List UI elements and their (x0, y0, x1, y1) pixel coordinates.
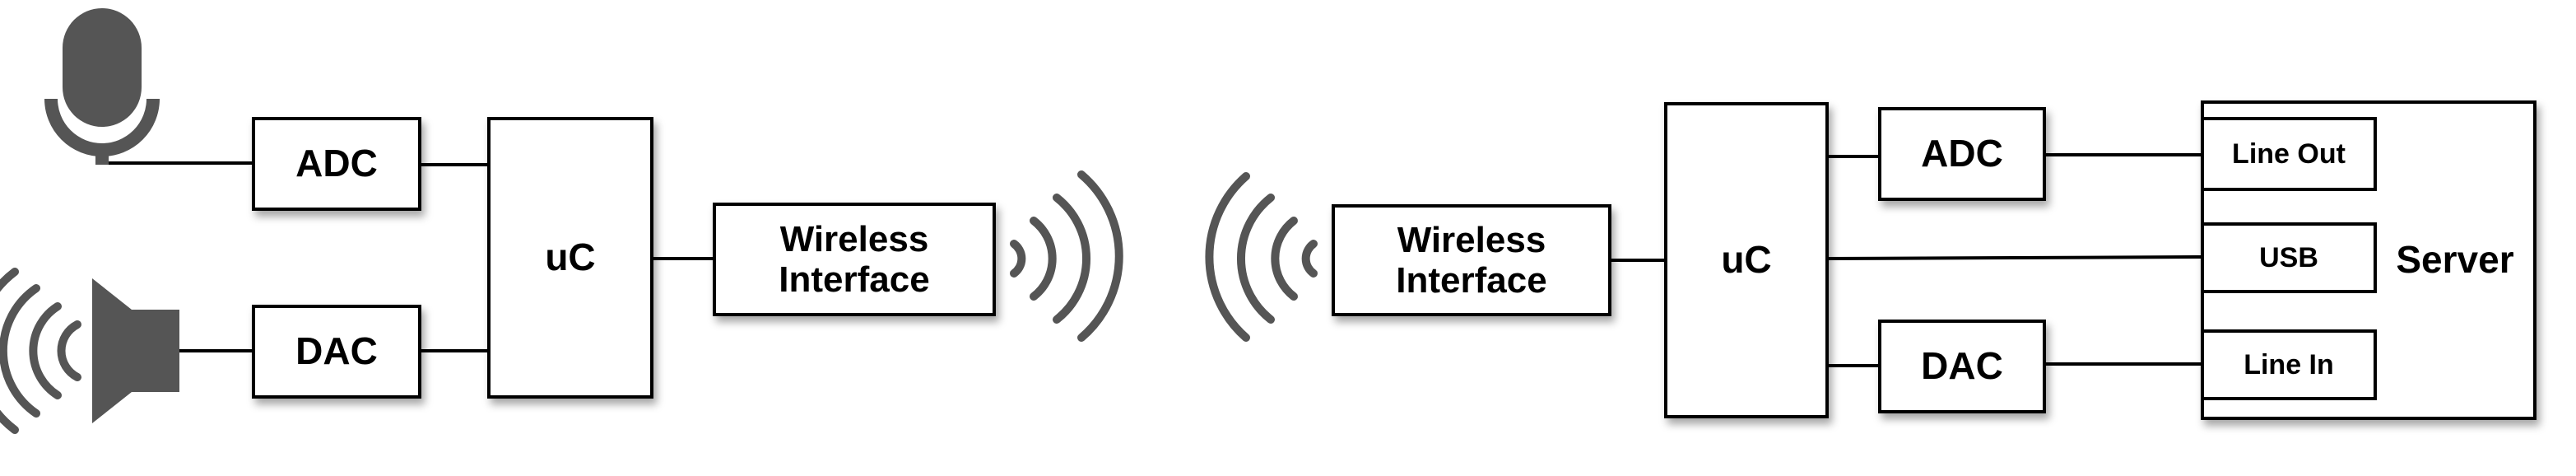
wireless-signal-icon (1205, 172, 1318, 342)
right-wireless-box (1332, 204, 1611, 316)
right-uc-box (1664, 102, 1829, 418)
left-wireless-box (713, 203, 996, 316)
line-out-port-box (2201, 117, 2377, 191)
server-box (2201, 100, 2536, 420)
microphone-icon (44, 8, 160, 165)
left-adc-box (252, 117, 421, 211)
speaker-icon (0, 268, 179, 434)
usb-port-box (2201, 222, 2377, 293)
left-dac-box (252, 305, 421, 399)
wireless-signal-icon (1010, 170, 1123, 342)
line-in-port-box (2201, 329, 2377, 400)
left-uc-box (487, 117, 653, 399)
uc-to-usb-wire (1826, 255, 2203, 260)
right-dac-box (1878, 320, 2046, 413)
right-adc-box (1878, 107, 2046, 201)
